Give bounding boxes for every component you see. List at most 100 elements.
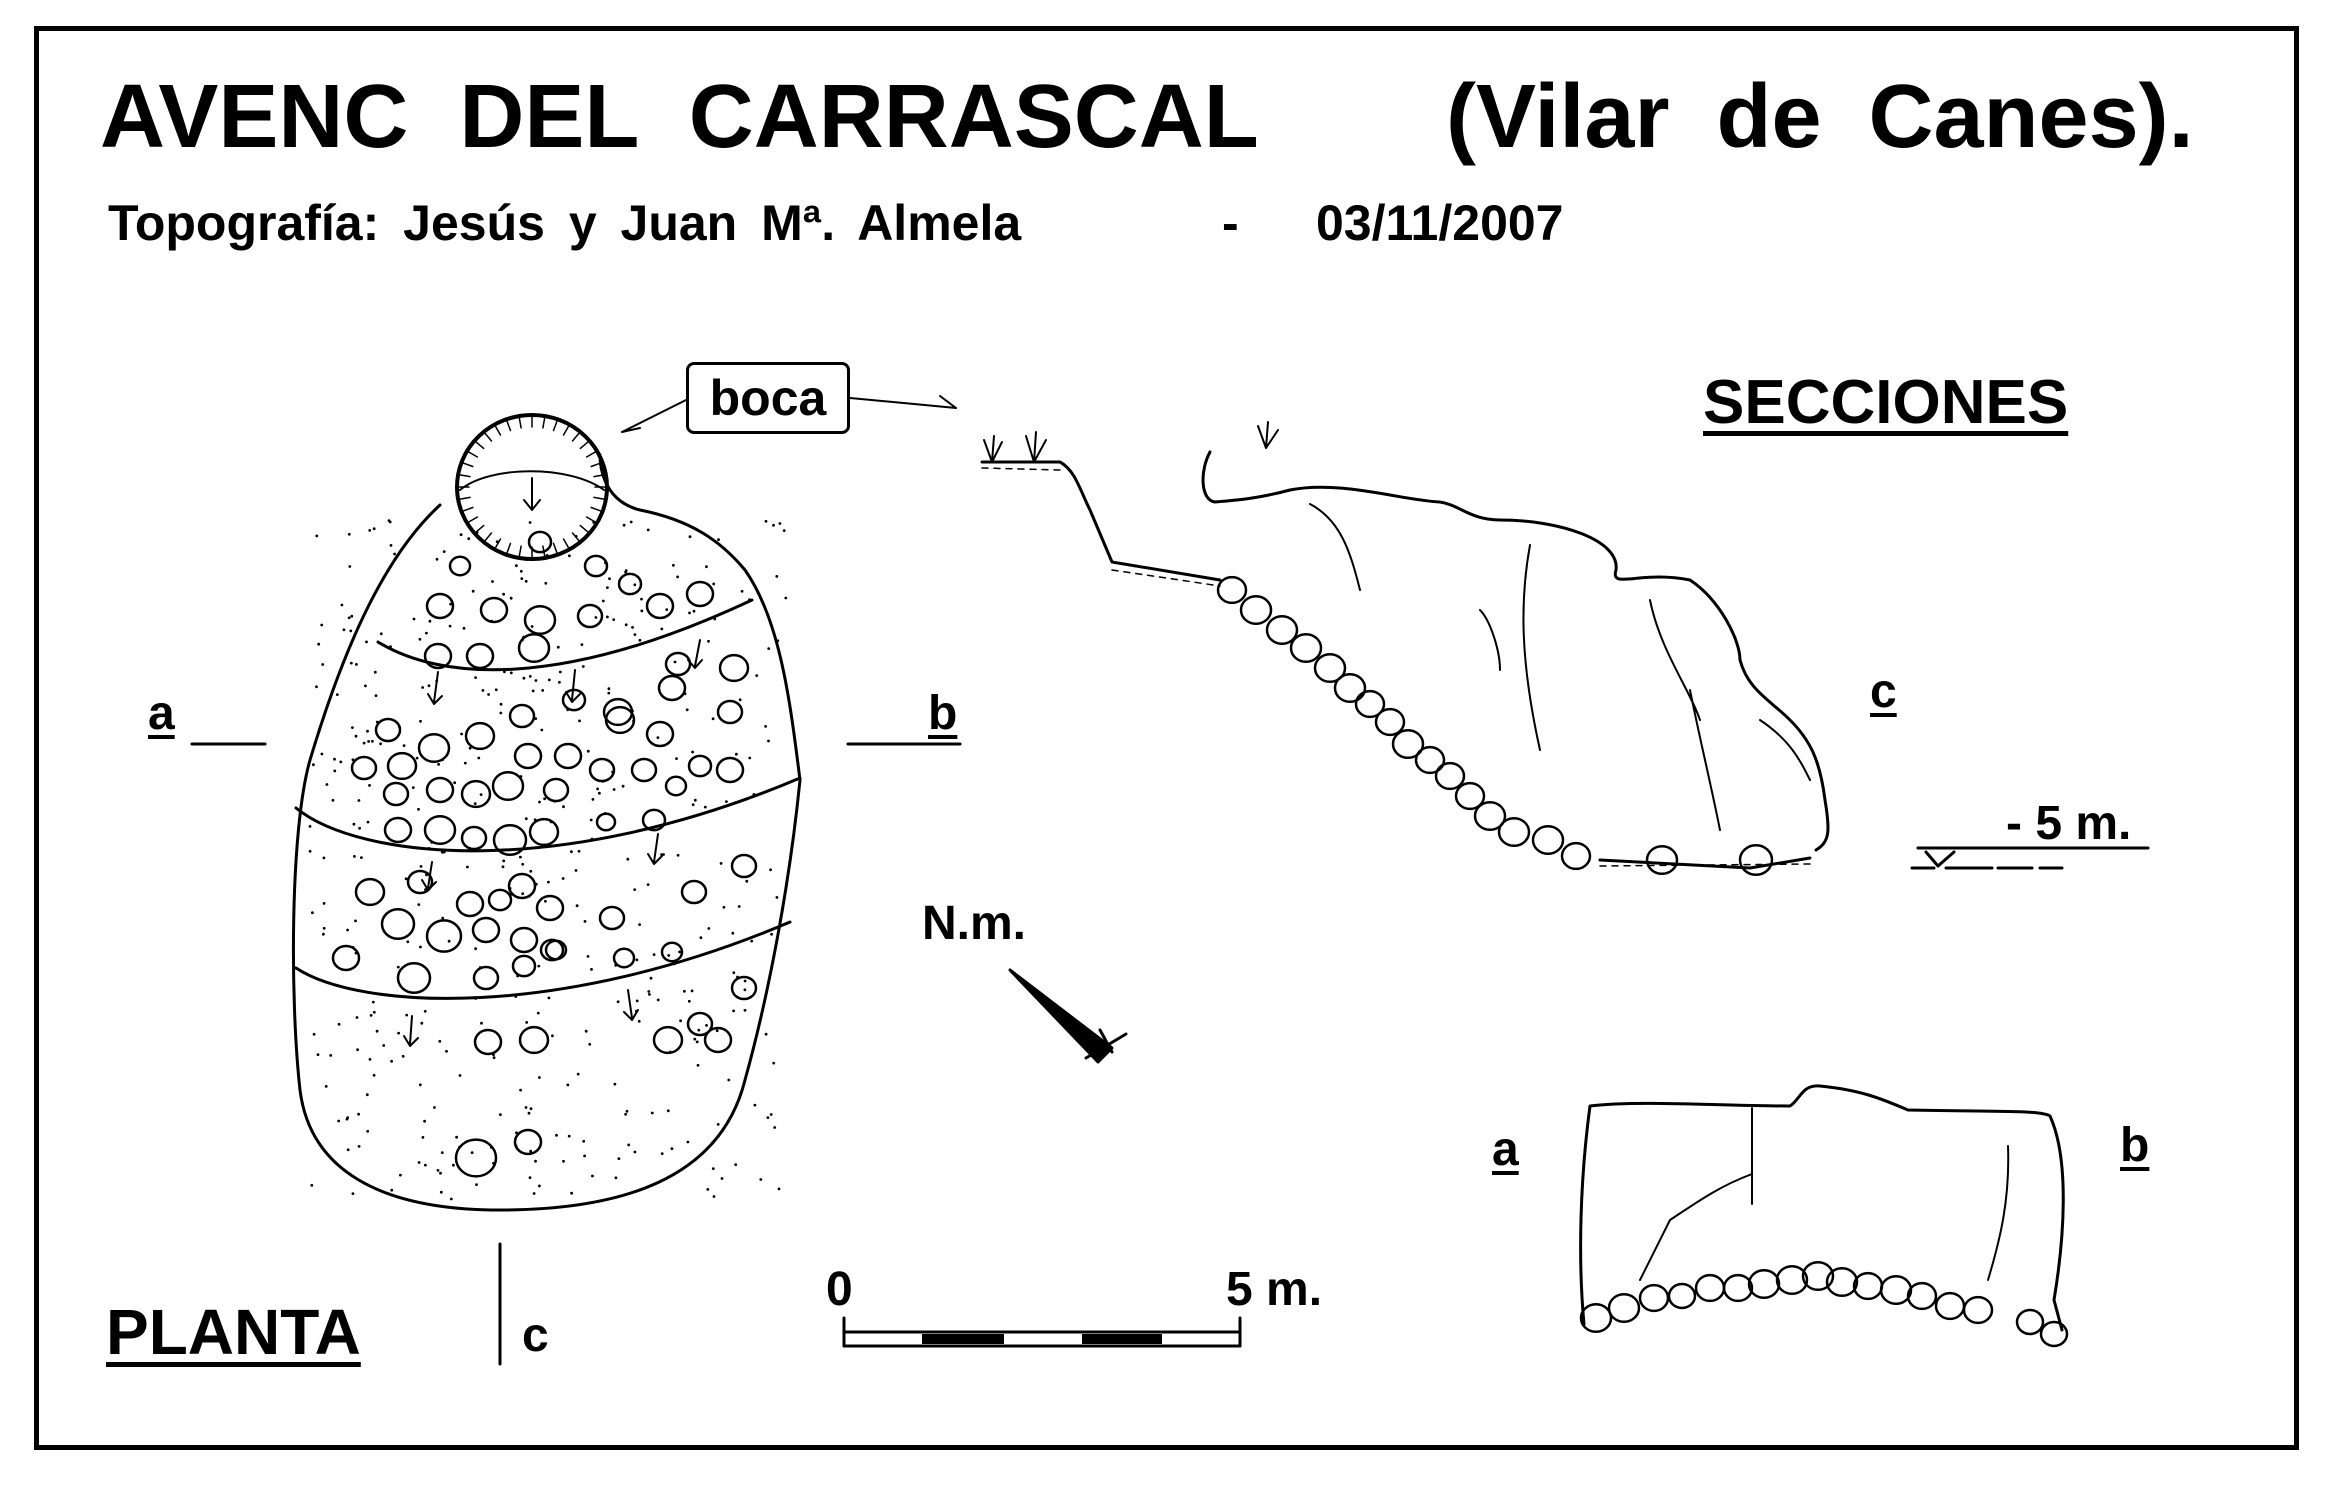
entrance-label: boca [709,370,827,426]
boulder [460,825,488,851]
boulder [1216,575,1248,605]
boulder [455,890,485,918]
boulder [1265,614,1299,646]
boulder [507,872,537,900]
boulder [472,965,500,991]
section-c-crack [1649,599,1721,831]
boulder [652,1025,684,1055]
section-c-floor [1598,856,1812,870]
boulder [715,756,745,784]
boulder [1906,1281,1938,1311]
boulder [1775,1264,1809,1296]
boulder [1313,652,1347,684]
sections-title: SECCIONES [1703,368,2069,437]
cave-title: AVENC DEL CARRASCAL [100,67,1259,167]
boulder [513,742,543,770]
section-c-label: c [1870,665,1897,718]
boulder [1579,1302,1613,1334]
boulder [350,755,378,781]
boulder [2015,1308,2045,1336]
boulder [473,1028,503,1056]
boulder [454,1138,498,1178]
boulder [1374,707,1406,737]
boulder [1962,1295,1994,1325]
section-ab-crack [1639,1173,1753,1281]
section-a-label: a [1492,1123,1519,1176]
boulder [380,908,416,940]
boulder [561,688,587,712]
depth-datum [1910,846,2150,870]
boulder [542,777,570,803]
section-ab-view [1579,1084,2069,1348]
boulder [528,817,560,847]
boulder [664,775,688,797]
section-c-ceiling [1201,450,1830,852]
plan-band-line [294,920,792,1000]
boulder [386,751,418,781]
plan-section-b-label: b [928,687,958,740]
boulder [1607,1292,1641,1324]
boulder [595,812,617,832]
boulder [544,939,568,961]
boulder [1391,728,1425,760]
boulder [487,888,513,912]
boulder [645,592,675,620]
north-label: N.m. [922,897,1027,950]
boulder [686,1011,714,1037]
boulder [1638,1283,1670,1313]
boulder [598,905,626,931]
boulder [1414,745,1446,775]
boulder [460,779,492,809]
section-ab-outline [1579,1084,2065,1332]
boulder [509,926,539,954]
section-c-crack [1522,544,1541,751]
entrance-hachures [456,414,608,560]
boulder [539,938,565,962]
boulder [425,776,455,804]
plan-title: PLANTA [106,1296,361,1368]
boulder [1454,781,1486,811]
boulder [641,808,667,832]
boulder [383,816,413,844]
boulder [1645,844,1679,876]
boulder [382,781,410,807]
boulder [523,604,557,636]
boulder [518,1025,550,1055]
depth-label: - 5 m. [2006,797,2132,850]
boulder [730,853,758,879]
boulder [612,947,636,969]
boulder [396,962,432,994]
boulder [660,941,684,963]
section-c-crack [1309,503,1361,591]
boulder [517,632,551,664]
boulder [1879,1274,1913,1306]
boulder [730,975,758,1001]
boulder [465,642,495,670]
boulder [718,653,750,683]
boulder [685,580,715,608]
entrance-leader-left [621,399,687,433]
plan-outline [291,453,802,1212]
slope-arrows [403,639,703,1047]
north-arrow [1008,968,1128,1064]
boulder [491,770,525,802]
boulder [617,572,643,596]
grass-tufts [983,421,1279,463]
section-c-crack [1759,719,1811,781]
boulder [354,877,386,907]
boulder [511,954,537,978]
boulder [703,1026,733,1054]
boulder [1738,844,1774,876]
section-c-floor-left [980,460,1222,582]
plan-boulders [331,530,758,1178]
entrance-leader-right [849,395,957,409]
plan-section-c-label: c [522,1309,549,1362]
boulder [1354,689,1386,719]
boulder [471,916,501,944]
boulder [1801,1260,1835,1292]
boulder [492,824,528,856]
boulder [423,814,457,846]
credit-separator: - [1222,195,1239,251]
boulder [1560,841,1592,871]
